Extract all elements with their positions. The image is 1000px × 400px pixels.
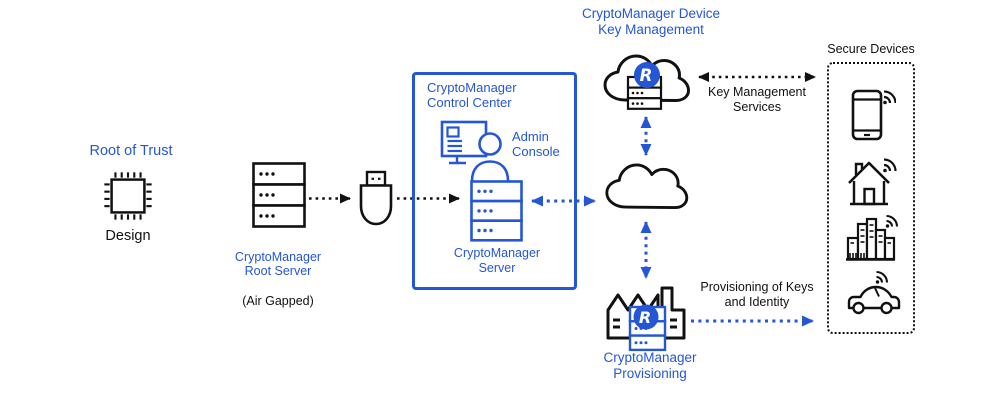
cloud-server-icon: R	[603, 54, 690, 110]
secure-devices-box	[827, 62, 915, 334]
car-wifi-icon	[847, 270, 901, 315]
wifi-icon	[883, 90, 896, 105]
factory-server-icon: R	[606, 286, 686, 352]
provisioning-title: CryptoManager Provisioning	[603, 350, 697, 381]
rambus-logo-letter: R	[639, 308, 651, 327]
provisioning-of-keys-label: Provisioning of Keys and Identity	[700, 280, 814, 309]
design-label: Design	[105, 228, 151, 244]
cm-server-icon	[470, 180, 523, 242]
control-center-box	[412, 72, 577, 290]
secure-devices-title: Secure Devices	[827, 42, 915, 56]
root-of-trust-title: Root of Trust	[89, 143, 173, 159]
smartphone-wifi-icon	[851, 89, 896, 141]
wifi-icon	[885, 214, 899, 228]
device-key-management-title: CryptoManager Device Key Management	[581, 6, 721, 37]
rambus-logo-letter: R	[640, 66, 653, 85]
key-management-services-label: Key Management Services	[708, 85, 806, 114]
cloud-icon	[605, 163, 689, 210]
root-server-note: (Air Gapped)	[242, 293, 314, 308]
control-center-title: CryptoManager Control Center	[427, 80, 517, 111]
root-server-icon	[252, 162, 306, 228]
wifi-icon	[883, 158, 897, 173]
buildings-wifi-icon	[846, 214, 899, 261]
chip-icon	[104, 172, 152, 220]
root-server-label-group: CryptoManager Root Server (Air Gapped)	[235, 235, 321, 323]
admin-console-label: Admin Console	[512, 129, 560, 160]
home-wifi-icon	[848, 158, 897, 206]
admin-console-icon	[440, 120, 510, 182]
usb-drive-icon	[359, 170, 393, 226]
rambus-logo-badge	[633, 304, 659, 330]
rambus-logo-badge	[634, 62, 660, 88]
root-server-label: CryptoManager Root Server	[234, 249, 322, 279]
wifi-icon	[875, 270, 889, 284]
cm-server-label: CryptoManager Server	[453, 246, 541, 275]
